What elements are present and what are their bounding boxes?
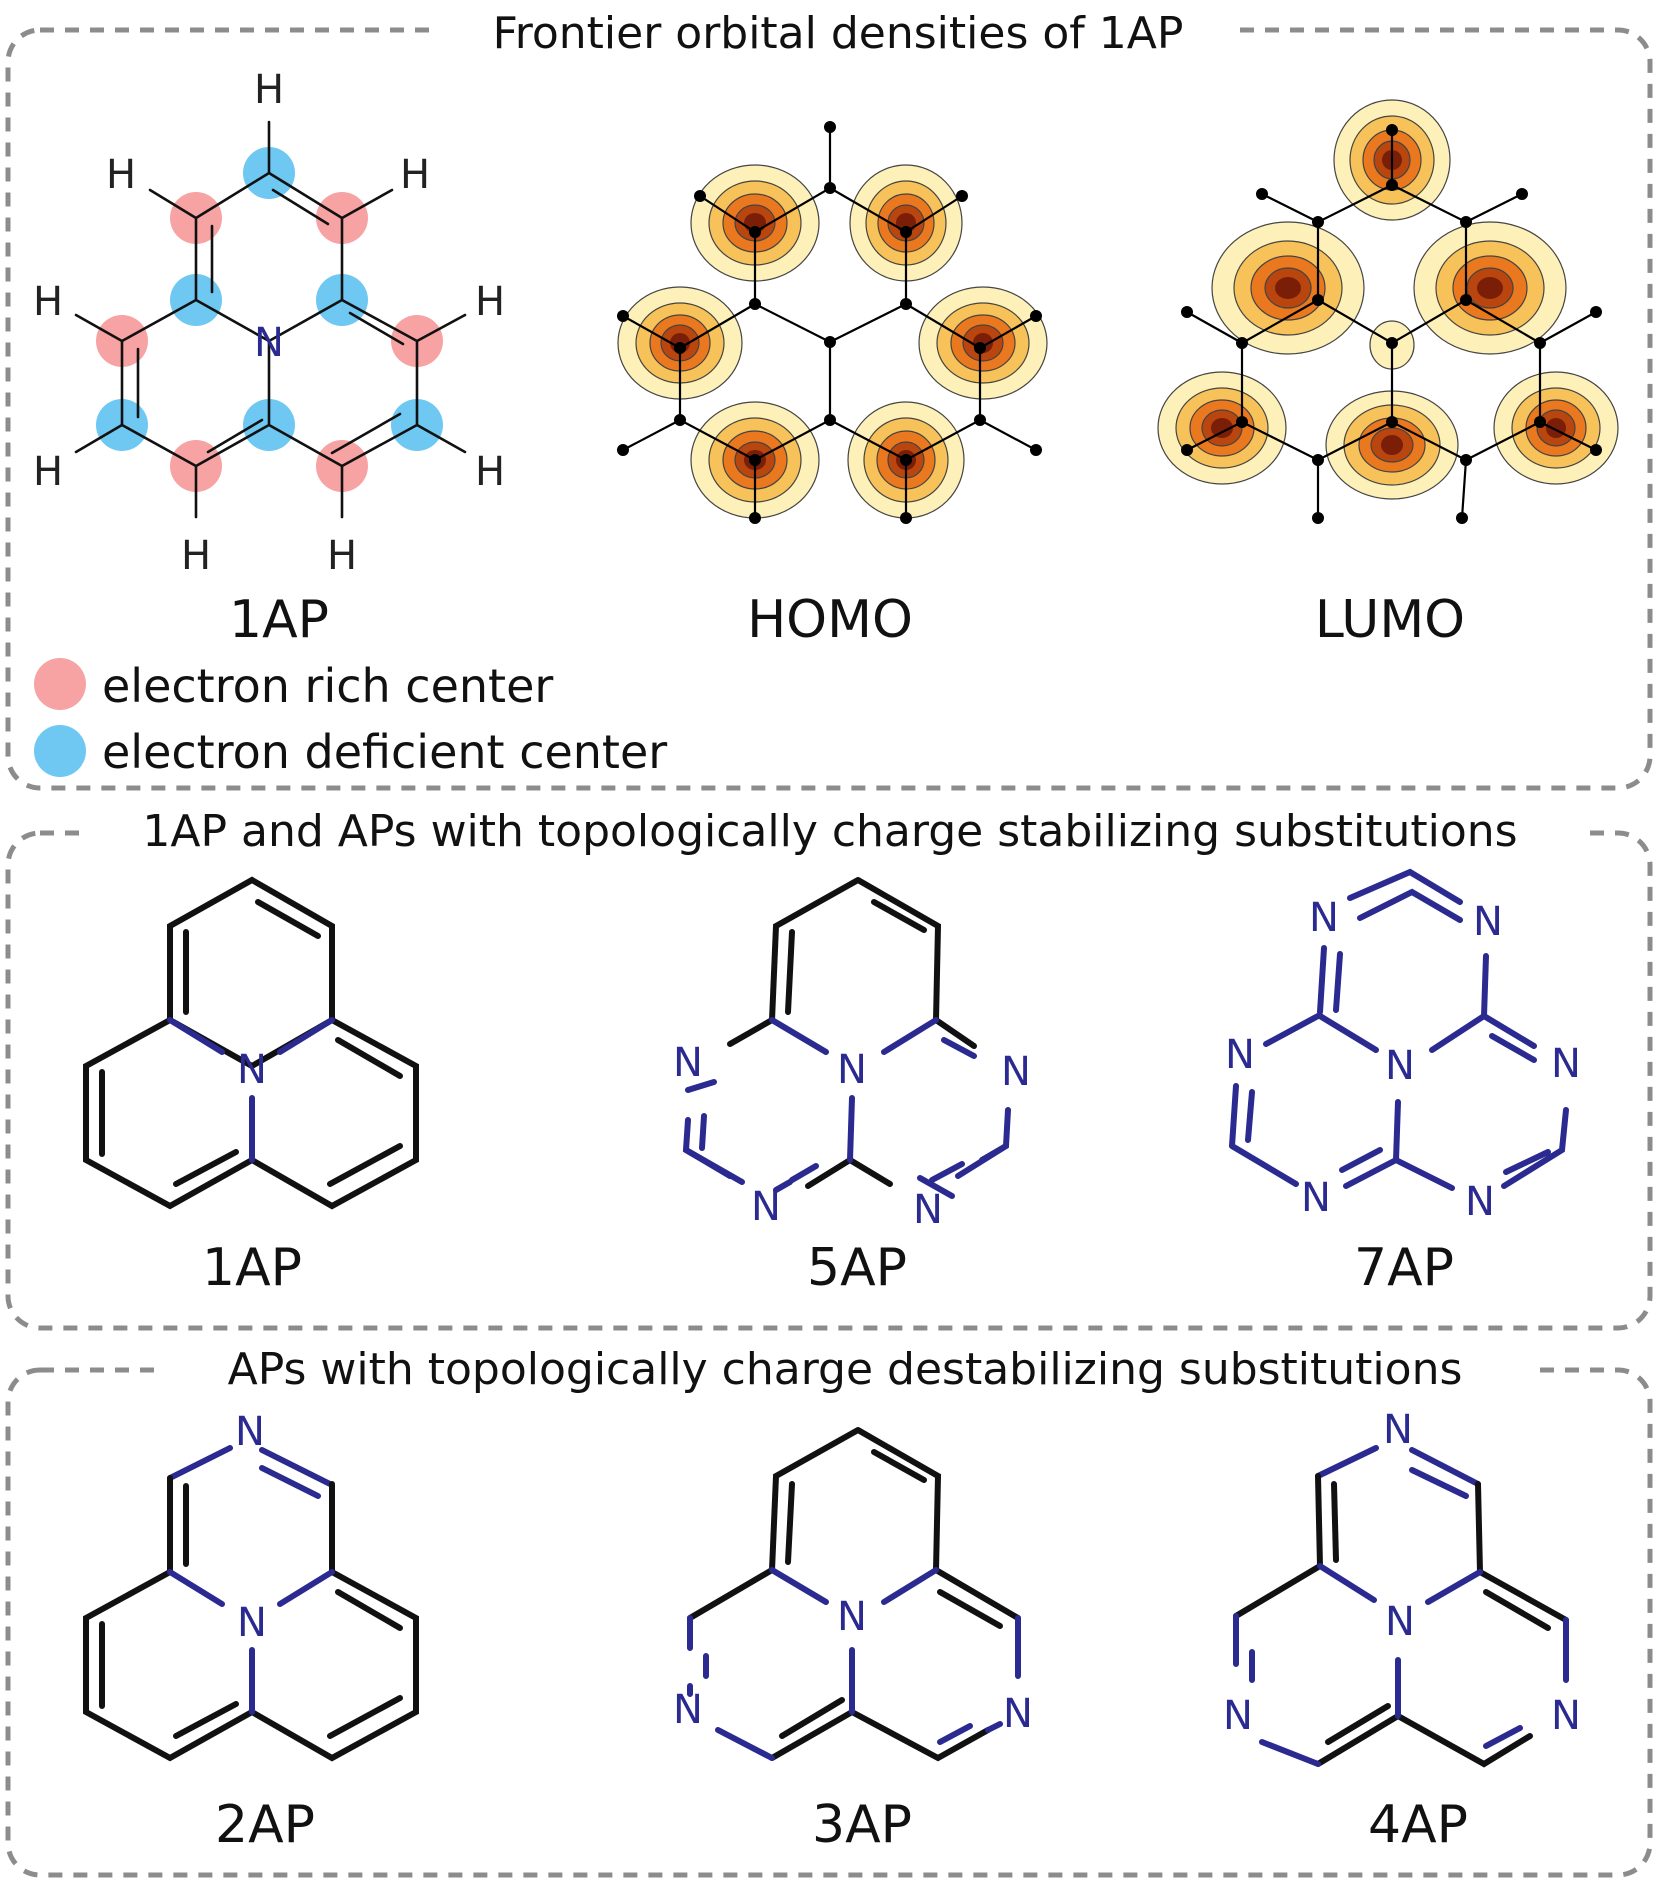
h-atom: H [400,152,430,198]
n-atom: N [235,1409,265,1455]
n-atom: N [1551,1041,1581,1087]
n-atom: N [1473,899,1503,945]
n-atom: N [673,1687,703,1733]
legend-swatch-rich [34,658,86,710]
n-atom: N [1301,1175,1331,1221]
h-atom: H [33,279,63,325]
1ap-bonds [74,120,467,519]
n-atom: N [1385,1043,1415,1089]
legend-label-deficient: electron deficient center [102,725,667,779]
structure-3ap: N N N [673,1427,1033,1762]
h-atom: H [106,152,136,198]
lumo-atoms [1181,124,1602,524]
label-3ap: 3AP [812,1795,912,1855]
homo-orbital-diagram [617,121,1048,524]
structure-7ap: N N N N N N N [1225,868,1581,1225]
lumo-orbital-diagram [1157,99,1619,524]
n-atom: N [1551,1693,1581,1739]
panel-title-top: Frontier orbital densities of 1AP [493,8,1184,59]
structure-1ap: N [83,876,419,1210]
label-1ap-top: 1AP [229,590,329,650]
n-atom: N [1223,1693,1253,1739]
n-atom: N [1465,1179,1495,1225]
n-atom: N [913,1187,943,1233]
n-atom: N [837,1594,867,1640]
annotated-1ap-structure: N H H H H H H H H H [33,67,505,579]
h-atom: H [327,533,357,579]
n-atom: N [1383,1407,1413,1453]
label-homo: HOMO [747,590,913,650]
h-atom: H [181,533,211,579]
label-7ap: 7AP [1354,1238,1454,1298]
label-1ap-middle: 1AP [202,1238,302,1298]
panel-title-middle: 1AP and APs with topologically charge st… [142,806,1517,857]
n-atom: N [237,1047,267,1093]
n-atom: N [1003,1691,1033,1737]
n-atom: N [1001,1049,1031,1095]
n-atom: N [1309,895,1339,941]
legend-label-rich: electron rich center [102,659,553,713]
n-atom: N [751,1184,781,1230]
legend: electron rich center electron deficient … [34,658,667,779]
label-5ap: 5AP [807,1238,907,1298]
structure-4ap: N N N N [1223,1407,1581,1768]
n-atom: N [254,320,284,366]
h-atom: H [475,449,505,495]
n-atom: N [237,1600,267,1646]
h-atom: H [33,449,63,495]
label-4ap: 4AP [1368,1795,1468,1855]
panel-title-bottom: APs with topologically charge destabiliz… [228,1344,1463,1395]
label-2ap: 2AP [215,1795,315,1855]
n-atom: N [673,1040,703,1086]
homo-atoms [617,121,1042,524]
n-atom: N [1385,1599,1415,1645]
h-atom: H [475,279,505,325]
label-lumo: LUMO [1315,590,1465,650]
structure-5ap: N N N N N [673,877,1031,1233]
h-atom: H [254,67,284,113]
n-atom: N [837,1047,867,1093]
structure-2ap: N N [83,1409,419,1762]
legend-swatch-deficient [34,725,86,777]
lumo-lobes [1157,99,1619,500]
n-atom: N [1225,1032,1255,1078]
